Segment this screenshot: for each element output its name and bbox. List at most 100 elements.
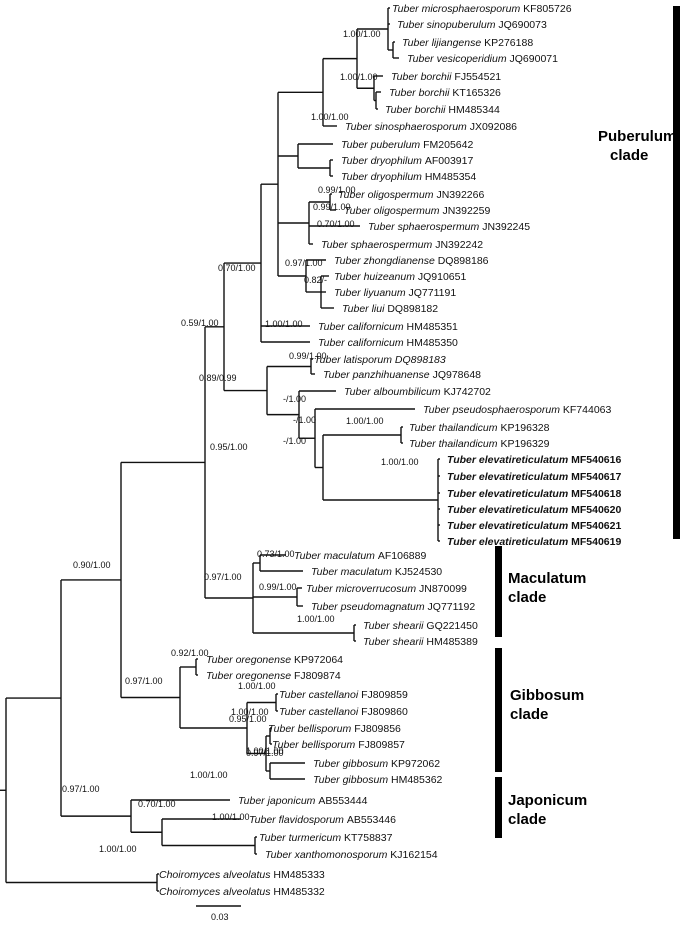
accession-number: JN392259 xyxy=(442,205,490,217)
species-name: Tuber elevatireticulatum xyxy=(447,536,571,548)
tip-label: Tuber liui DQ898182 xyxy=(342,303,438,315)
tip-label: Tuber californicum HM485350 xyxy=(318,337,458,349)
species-name: Tuber puberulum xyxy=(341,139,423,151)
species-name: Tuber thailandicum xyxy=(409,438,500,450)
accession-number: KJ162154 xyxy=(390,849,437,861)
species-name: Tuber elevatireticulatum xyxy=(447,488,571,500)
accession-number: KP196329 xyxy=(500,438,549,450)
tip-label: Tuber castellanoi FJ809859 xyxy=(279,689,408,701)
support-value: 0.99/1.00 xyxy=(313,202,351,212)
scale-bar: 0.03 xyxy=(196,905,241,922)
clade-maculatum: Maculatum clade xyxy=(495,546,586,637)
tip-label: Tuber oligospermum JN392266 xyxy=(338,189,484,201)
accession-number: HM485351 xyxy=(407,321,459,333)
support-value: 0.82/- xyxy=(304,275,327,285)
accession-number: HM485362 xyxy=(391,774,443,786)
species-name: Tuber thailandicum xyxy=(409,422,500,434)
tip-label: Tuber alboumbilicum KJ742702 xyxy=(344,386,491,398)
support-value: 0.59/1.00 xyxy=(181,318,219,328)
accession-number: KT758837 xyxy=(344,832,393,844)
tip-label: Tuber dryophilum AF003917 xyxy=(341,155,473,167)
clade-gibbosum: Gibbosum clade xyxy=(495,648,584,772)
scale-bar-label: 0.03 xyxy=(211,912,229,922)
accession-number: KF744063 xyxy=(563,404,612,416)
accession-number: AB553444 xyxy=(318,795,367,807)
tip-label: Tuber zhongdianense DQ898186 xyxy=(334,255,489,267)
tip-label: Tuber castellanoi FJ809860 xyxy=(279,706,408,718)
support-value: 0.70/1.00 xyxy=(317,219,355,229)
support-value: 1.00/1.00 xyxy=(343,29,381,39)
species-name: Tuber maculatum xyxy=(294,550,378,562)
tip-label: Tuber pseudomagnatum JQ771192 xyxy=(311,601,475,613)
species-name: Tuber borchii xyxy=(385,104,448,116)
tip-label: Tuber sphaerospermum JN392245 xyxy=(368,221,530,233)
tip-label: Tuber xanthomonosporum KJ162154 xyxy=(265,849,438,861)
support-value: 0.99/1.00 xyxy=(289,351,327,361)
tip-label: Tuber latisporum DQ898183 xyxy=(314,354,446,366)
accession-number: AF003917 xyxy=(425,155,474,167)
accession-number: JN870099 xyxy=(419,583,467,595)
species-name: Tuber shearii xyxy=(363,620,426,632)
clade-bar xyxy=(495,777,502,838)
species-name: Tuber shearii xyxy=(363,636,426,648)
accession-number: JQ978648 xyxy=(433,369,482,381)
accession-number: MF540620 xyxy=(571,504,621,516)
species-name: Tuber microsphaerosporum xyxy=(392,3,523,15)
accession-number: JQ771191 xyxy=(409,287,457,299)
support-value: 0.95/1.00 xyxy=(210,442,248,452)
support-value: 0.90/1.00 xyxy=(73,560,111,570)
tip-label: Tuber californicum HM485351 xyxy=(318,321,458,333)
clade-name: Gibbosum xyxy=(510,687,584,704)
species-name: Tuber gibbosum xyxy=(313,774,391,786)
accession-number: HM485389 xyxy=(426,636,478,648)
accession-number: MF540618 xyxy=(571,488,621,500)
species-name: Tuber castellanoi xyxy=(279,689,361,701)
tip-label: Tuber sinosphaerosporum JX092086 xyxy=(345,121,517,133)
support-value: 1.00/1.00 xyxy=(297,614,335,624)
tip-label: Tuber gibbosum KP972062 xyxy=(313,758,440,770)
species-name: Tuber bellisporum xyxy=(272,739,358,751)
species-name: Tuber dryophilum xyxy=(341,155,425,167)
support-value: 1.00/1.00 xyxy=(212,812,250,822)
accession-number: KP196328 xyxy=(500,422,549,434)
species-name: Tuber sinopuberulum xyxy=(397,19,498,31)
tip-label: Tuber shearii GQ221450 xyxy=(363,620,478,632)
clade-bar xyxy=(495,648,502,772)
accession-number: KP972064 xyxy=(294,654,343,666)
tip-label: Tuber bellisporum FJ809856 xyxy=(268,723,401,735)
support-value: 1.00/1.00 xyxy=(346,416,384,426)
accession-number: HM485350 xyxy=(407,337,459,349)
species-name: Tuber oligospermum xyxy=(344,205,442,217)
accession-number: MF540619 xyxy=(571,536,621,548)
species-name: Tuber liyuanum xyxy=(334,287,409,299)
tip-label: Tuber puberulum FM205642 xyxy=(341,139,473,151)
support-value: 1.00/1.00 xyxy=(311,112,349,122)
accession-number: AB553446 xyxy=(347,814,396,826)
tip-label: Tuber borchii FJ554521 xyxy=(391,71,501,83)
accession-number: KJ742702 xyxy=(444,386,491,398)
clade-word: clade xyxy=(508,811,546,828)
species-name: Tuber borchii xyxy=(389,87,452,99)
tree-branches xyxy=(0,7,440,892)
accession-number: HM485332 xyxy=(273,886,325,898)
clade-name: Japonicum xyxy=(508,792,587,809)
accession-number: HM485333 xyxy=(273,869,325,881)
species-name: Choiromyces alveolatus xyxy=(159,886,273,898)
tip-label: Tuber borchii HM485344 xyxy=(385,104,500,116)
accession-number: JQ910651 xyxy=(418,271,467,283)
species-name: Tuber oregonense xyxy=(206,670,294,682)
tip-label: Tuber elevatireticulatum MF540616 xyxy=(447,454,621,466)
accession-number: JX092086 xyxy=(470,121,517,133)
species-name: Tuber bellisporum xyxy=(268,723,354,735)
species-name: Tuber pseudosphaerosporum xyxy=(423,404,563,416)
accession-number: FJ809856 xyxy=(354,723,401,735)
species-name: Tuber castellanoi xyxy=(279,706,361,718)
species-name: Tuber latisporum xyxy=(314,354,395,366)
accession-number: JN392242 xyxy=(435,239,483,251)
accession-number: DQ898183 xyxy=(395,354,446,366)
species-name: Tuber turmericum xyxy=(259,832,344,844)
species-name: Tuber sphaerospermum xyxy=(321,239,435,251)
species-name: Tuber xanthomonosporum xyxy=(265,849,390,861)
tip-label: Tuber sinopuberulum JQ690073 xyxy=(397,19,547,31)
